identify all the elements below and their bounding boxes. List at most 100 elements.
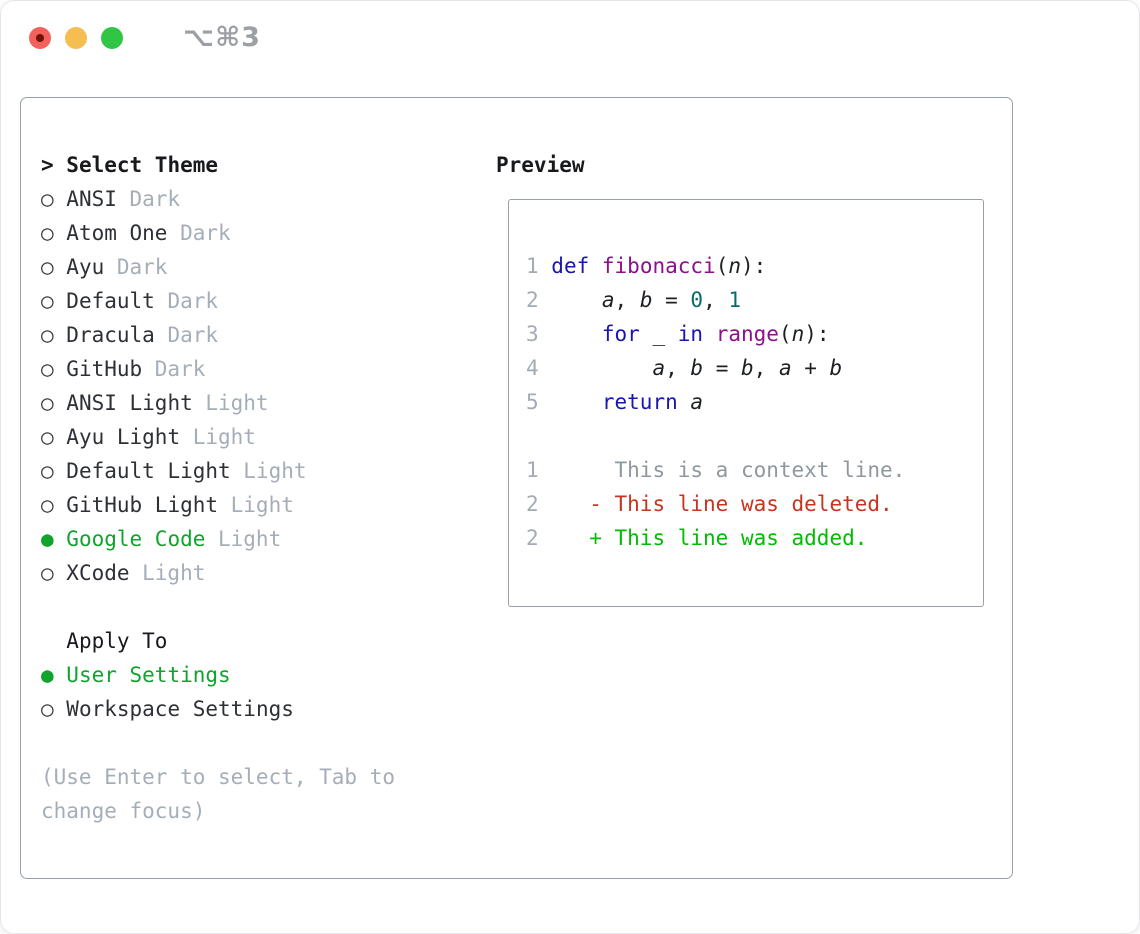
code-token-pln <box>703 322 716 346</box>
code-token-typ: fibonacci <box>601 254 716 278</box>
line-number: 1 <box>526 458 539 482</box>
close-button[interactable] <box>29 27 51 49</box>
apply-to-header: Apply To <box>41 624 496 658</box>
theme-option-ansi-light[interactable]: ○ ANSI Light Light <box>41 386 496 420</box>
theme-option-label: Dracula <box>66 323 155 347</box>
spacer <box>41 590 496 624</box>
line-number: 3 <box>526 322 539 346</box>
preview-title: Preview <box>496 153 585 177</box>
radio-selected-icon: ● <box>41 527 54 551</box>
code-token-add: + This line was added. <box>551 526 868 550</box>
radio-icon: ○ <box>41 459 54 483</box>
code-token-var: a <box>601 288 615 312</box>
code-token-var: b <box>741 356 754 380</box>
code-token-pln: + <box>791 356 830 380</box>
theme-option-default[interactable]: ○ Default Dark <box>41 284 496 318</box>
radio-icon: ○ <box>41 357 54 381</box>
theme-variant-tag: Dark <box>129 187 181 211</box>
apply-to-option-label: Workspace Settings <box>66 697 294 721</box>
spacer <box>41 726 496 760</box>
apply-to-option-workspace-settings[interactable]: ○ Workspace Settings <box>41 692 496 726</box>
apply-to-option-user-settings[interactable]: ●User Settings <box>41 658 496 692</box>
radio-icon: ○ <box>41 493 54 517</box>
theme-option-label: Google Code <box>66 527 206 551</box>
apply-to-title: Apply To <box>66 629 168 653</box>
radio-icon: ○ <box>41 255 54 279</box>
code-token-kwd: in <box>677 322 704 346</box>
theme-variant-tag: Dark <box>167 289 219 313</box>
theme-option-label: GitHub <box>66 357 143 381</box>
theme-option-label: Default Light <box>66 459 231 483</box>
code-token-pln: ): <box>804 322 830 346</box>
preview-line: 3 for _ in range(n): <box>526 317 983 351</box>
code-token-pln: , <box>703 288 729 312</box>
radio-icon: ○ <box>41 697 54 721</box>
theme-option-label: ANSI Light <box>66 391 193 415</box>
theme-variant-tag: Light <box>243 459 307 483</box>
code-token-var: a <box>652 356 666 380</box>
preview-line: 1 This is a context line. <box>526 453 983 487</box>
line-number: 2 <box>526 288 539 312</box>
radio-icon: ○ <box>41 187 54 211</box>
hint-line: change focus) <box>41 799 206 823</box>
hint-line: (Use Enter to select, Tab to <box>41 765 396 789</box>
theme-option-label: Ayu <box>66 255 105 279</box>
select-theme-title: Select Theme <box>66 153 219 177</box>
line-number: 4 <box>526 356 539 380</box>
code-token-lit: 0 <box>690 288 704 312</box>
radio-icon: ○ <box>41 221 54 245</box>
code-token-lit: 1 <box>728 288 742 312</box>
prompt-caret: > <box>41 153 54 177</box>
theme-variant-tag: Light <box>205 391 269 415</box>
code-token-pln: _ <box>639 322 678 346</box>
theme-variant-tag: Light <box>192 425 256 449</box>
code-token-pln: ): <box>741 254 767 278</box>
code-token-pln: , <box>665 356 691 380</box>
theme-variant-tag: Light <box>230 493 294 517</box>
code-token-var: b <box>690 356 704 380</box>
code-token-typ: range <box>715 322 779 346</box>
code-token-kwd: def <box>551 254 590 278</box>
preview-line: 2 - This line was deleted. <box>526 487 983 521</box>
zoom-button[interactable] <box>101 27 123 49</box>
code-token-pln: ( <box>715 254 729 278</box>
radio-icon: ○ <box>41 391 54 415</box>
code-token-pln: = <box>703 356 741 380</box>
radio-icon: ○ <box>41 289 54 313</box>
theme-option-label: Atom One <box>66 221 168 245</box>
theme-option-atom-one[interactable]: ○ Atom One Dark <box>41 216 496 250</box>
line-number: 2 <box>526 526 539 550</box>
apply-to-option-label: User Settings <box>66 663 231 687</box>
radio-icon: ○ <box>41 425 54 449</box>
preview-line: 5 return a <box>526 385 983 419</box>
code-token-pln <box>589 254 602 278</box>
theme-variant-tag: Dark <box>180 221 231 245</box>
theme-variant-tag: Light <box>142 561 206 585</box>
code-token-pln: ( <box>778 322 792 346</box>
code-token-kwd: return <box>601 390 678 414</box>
code-token-pln <box>551 322 602 346</box>
preview-line <box>526 419 983 453</box>
theme-option-label: Default <box>66 289 155 313</box>
code-token-pln <box>551 288 602 312</box>
code-token-pln <box>551 390 602 414</box>
code-token-del: - This line was deleted. <box>551 492 893 516</box>
apply-to-list: ●User Settings ○ Workspace Settings <box>41 658 496 726</box>
title-bar: ⌥⌘3 <box>29 24 261 51</box>
theme-option-default-light[interactable]: ○ Default Light Light <box>41 454 496 488</box>
line-number: 2 <box>526 492 539 516</box>
minimize-button[interactable] <box>65 27 87 49</box>
